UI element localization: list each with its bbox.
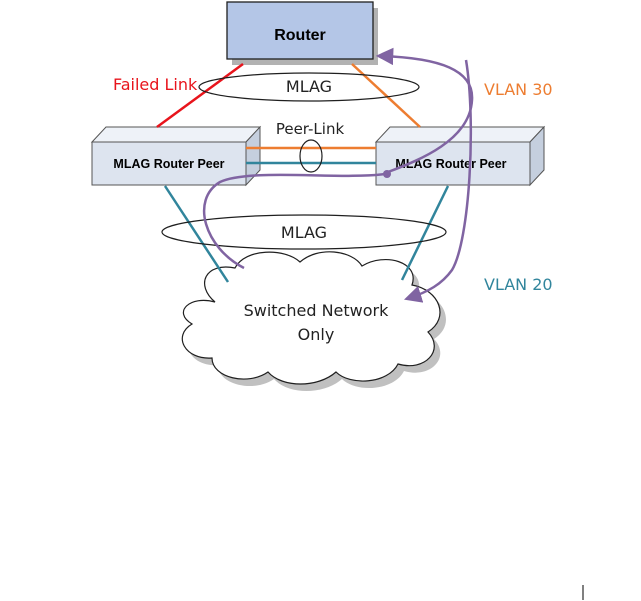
vlan20-label: VLAN 20 — [484, 275, 553, 294]
cloud-label-line1: Switched Network — [244, 301, 390, 320]
switched-network-cloud: Switched Network Only — [181, 251, 446, 391]
vlan30-router-link — [351, 63, 421, 128]
router-node: Router — [226, 1, 378, 65]
mlag-top-ellipse — [198, 72, 420, 102]
vlan20-right-link — [400, 185, 450, 281]
traffic-path-to-router — [375, 47, 474, 174]
mlag-bottom-ellipse — [161, 214, 447, 250]
peer-left-label: MLAG Router Peer — [113, 157, 224, 171]
traffic-path-return — [403, 59, 473, 303]
cloud-shape — [181, 251, 441, 385]
peer-link-ellipse — [299, 139, 323, 173]
cloud-label-line2: Only — [298, 325, 335, 344]
peer-link-label: Peer-Link — [276, 120, 345, 138]
router-box — [226, 1, 374, 60]
traffic-path-to-peer — [202, 172, 386, 270]
router-label: Router — [274, 27, 326, 44]
failed-link-label: Failed Link — [113, 75, 198, 94]
peer-right-label: MLAG Router Peer — [395, 157, 506, 171]
vlan20-left-link — [163, 185, 230, 283]
peer-left-node: MLAG Router Peer — [90, 125, 262, 187]
mlag-bottom-label: MLAG — [281, 223, 327, 242]
mlag-top-label: MLAG — [286, 77, 332, 96]
failed-link-line — [156, 62, 244, 129]
peer-right-node: MLAG Router Peer — [374, 125, 546, 187]
vlan30-label: VLAN 30 — [484, 80, 553, 99]
